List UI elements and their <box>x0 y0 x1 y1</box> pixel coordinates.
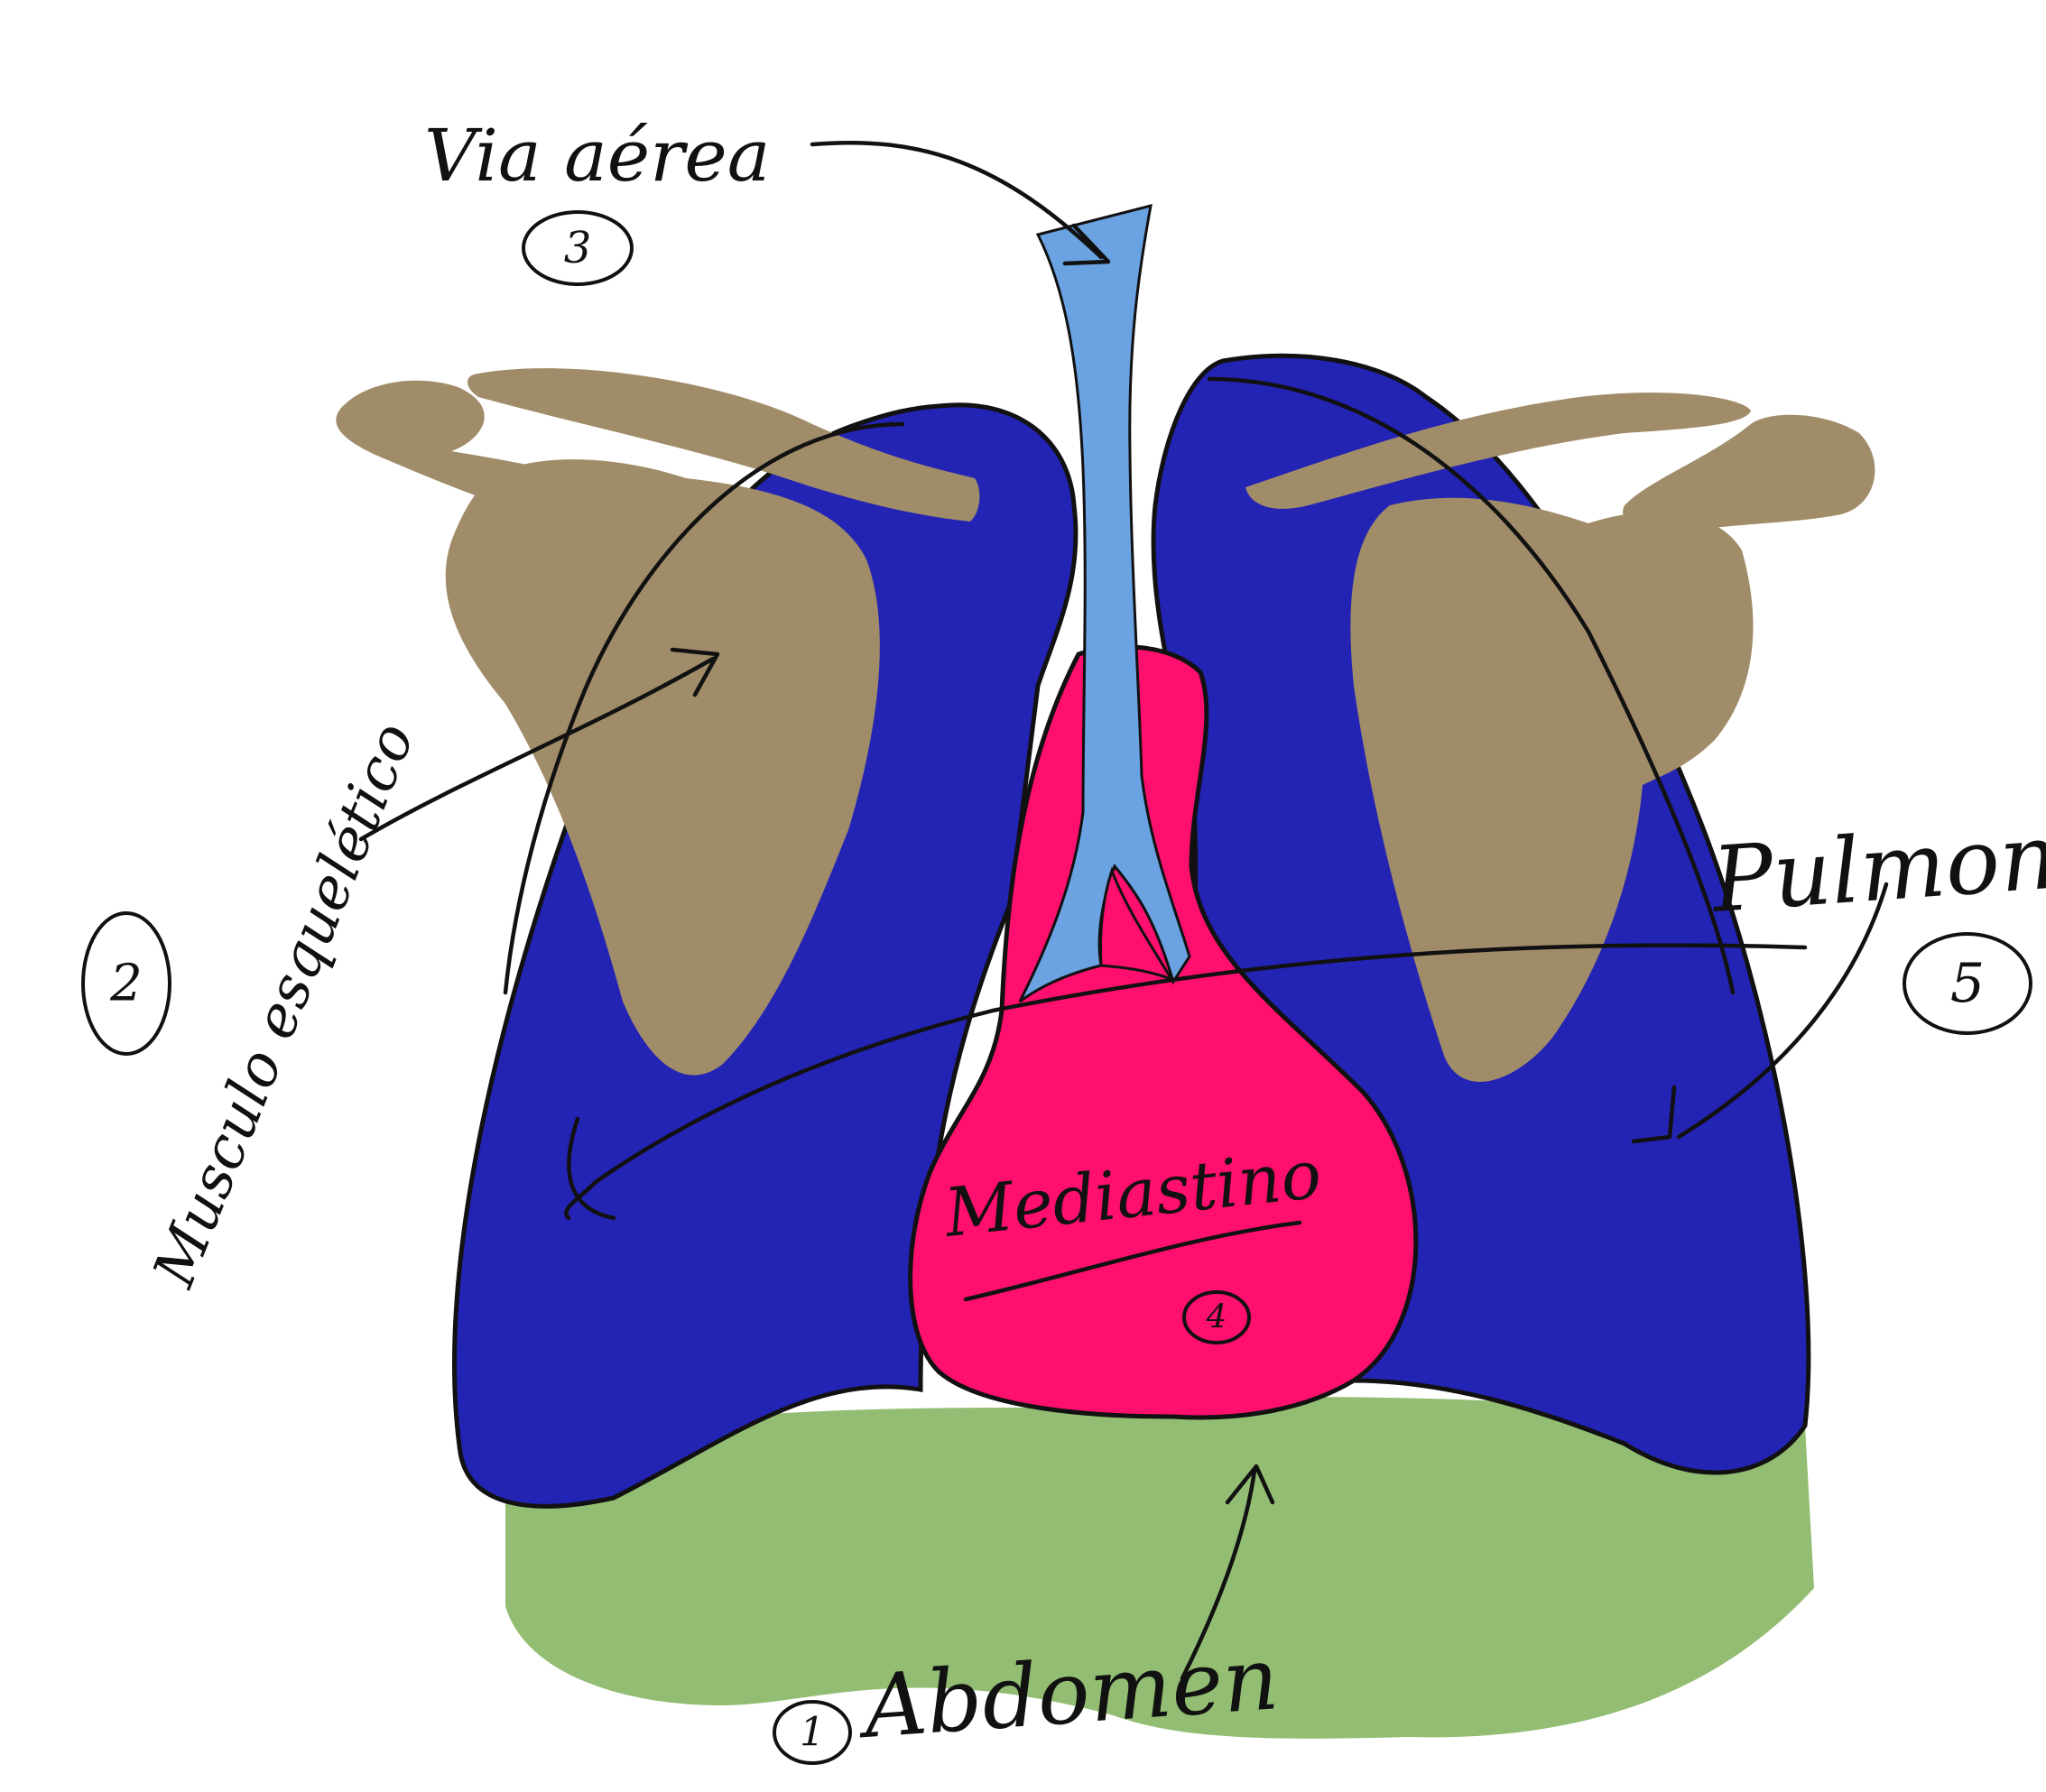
pulmones-label: Pulmones <box>1708 797 2046 933</box>
abdomen-number: 1 <box>800 1710 825 1756</box>
mediastino-number: 4 <box>1206 1299 1227 1336</box>
pulmones-number: 5 <box>1950 952 1985 1015</box>
musculo-label: Musculo esquelético <box>141 714 428 1297</box>
musculo-number: 2 <box>109 955 143 1013</box>
via-aerea-label: Via aérea <box>424 114 770 198</box>
via-aerea-number: 3 <box>564 223 592 273</box>
